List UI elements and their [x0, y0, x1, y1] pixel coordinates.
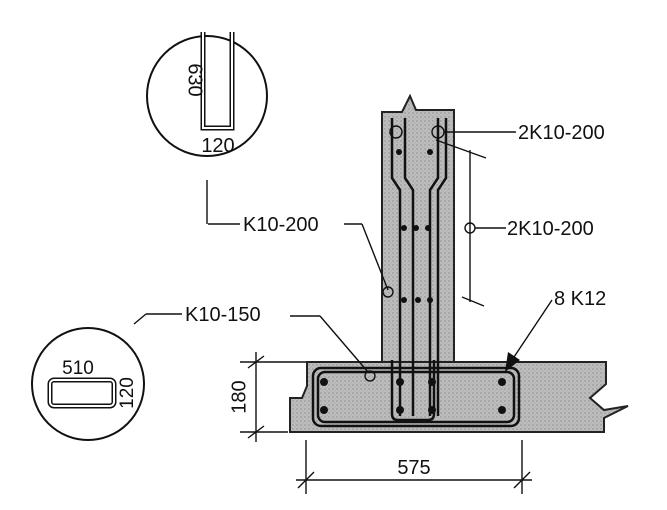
label-footing-bars: 8 K12	[554, 288, 606, 310]
label-stirrup-wall-upper: 2K10-200	[518, 122, 605, 144]
concrete-section	[289, 93, 629, 433]
text-labels: 630 120 2K10-200 K10-200 2K10-200 8 K12 …	[62, 63, 606, 479]
label-footing-width: 575	[397, 457, 430, 479]
dim-footing-width	[296, 440, 532, 494]
leaders	[133, 125, 553, 382]
marker-circle	[382, 286, 394, 298]
arrow-head	[505, 352, 520, 372]
detail-u-bar	[146, 32, 268, 157]
label-detail-bottom-height: 120	[117, 377, 138, 409]
detail-closed-stirrup	[31, 327, 145, 441]
marker-circle	[389, 125, 403, 139]
marker-circle	[364, 370, 376, 382]
label-footing-height: 180	[228, 380, 250, 413]
label-detail-bottom-width: 510	[62, 358, 94, 379]
dim-footing-height	[240, 352, 306, 442]
label-stirrup-wall-middle: 2K10-200	[507, 218, 594, 240]
footing-bar-dots	[320, 378, 506, 414]
label-detail-top-height: 630	[184, 63, 206, 96]
footing-concrete	[289, 361, 629, 433]
wall-bar-dots	[396, 149, 433, 303]
wall-reinforcement	[390, 118, 448, 422]
footing-reinforcement	[311, 366, 521, 428]
label-stirrup-wall-inner: K10-200	[243, 214, 319, 236]
label-detail-top-width: 120	[201, 135, 234, 157]
label-footing-stirrup: K10-150	[185, 304, 261, 326]
